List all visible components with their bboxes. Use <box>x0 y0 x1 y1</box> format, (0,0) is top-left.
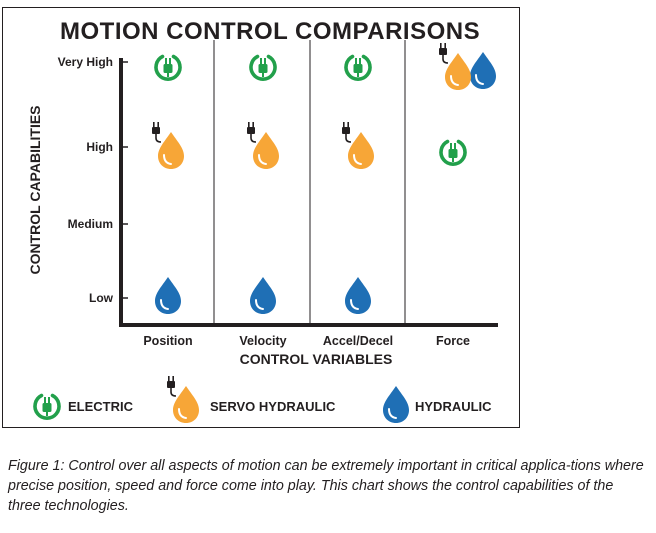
y-tick-labels: Low Medium High Very High <box>58 55 128 305</box>
legend-label: HYDRAULIC <box>415 399 492 414</box>
plug-icon <box>247 122 257 143</box>
servo-drop <box>445 53 471 90</box>
x-tick-label: Position <box>143 334 192 348</box>
hydraulic-icon <box>345 277 371 314</box>
electric-icon <box>249 54 277 81</box>
plug-icon <box>439 43 449 64</box>
x-tick-label: Accel/Decel <box>323 334 393 348</box>
servo-hydraulic-icon <box>439 43 471 90</box>
plug-icon <box>152 122 162 143</box>
servo-hydraulic-icon <box>152 122 184 169</box>
electric-icon <box>439 139 467 166</box>
y-tick-label: High <box>86 140 113 154</box>
servo-drop <box>173 386 199 423</box>
servo-hydraulic-icon <box>167 376 199 423</box>
hydraulic-icon <box>250 277 276 314</box>
plug-icon <box>167 376 177 397</box>
electric-icon <box>344 54 372 81</box>
servo-drop <box>253 132 279 169</box>
electric-icon <box>33 393 61 420</box>
legend: ELECTRIC SERVO HYDRAULIC HYDRAULIC <box>33 376 492 423</box>
x-tick-label: Velocity <box>239 334 286 348</box>
y-tick-label: Very High <box>58 55 113 69</box>
chart-title: MOTION CONTROL COMPARISONS <box>60 18 481 45</box>
servo-drop <box>158 132 184 169</box>
servo-hydraulic-icon <box>342 122 374 169</box>
legend-label: SERVO HYDRAULIC <box>210 399 336 414</box>
y-tick-label: Medium <box>68 217 113 231</box>
x-tick-labels: Position Velocity Accel/Decel Force <box>143 334 470 348</box>
chart-frame <box>2 7 520 428</box>
hydraulic-icon <box>470 52 496 89</box>
chart-marks <box>152 43 496 314</box>
servo-hydraulic-icon <box>247 122 279 169</box>
x-tick-label: Force <box>436 334 470 348</box>
axes <box>119 40 498 327</box>
hydraulic-icon <box>155 277 181 314</box>
chart-svg: Low Medium High Very High Position Velocity A… <box>27 40 498 423</box>
electric-icon <box>154 54 182 81</box>
y-tick-label: Low <box>89 291 114 305</box>
hydraulic-icon <box>383 386 409 423</box>
plug-icon <box>342 122 352 143</box>
legend-label: ELECTRIC <box>68 399 134 414</box>
y-axis-label: CONTROL CAPABILITIES <box>27 105 43 274</box>
x-axis-label: CONTROL VARIABLES <box>240 351 393 367</box>
servo-drop <box>348 132 374 169</box>
figure-caption: Figure 1: Control over all aspects of mo… <box>8 458 644 514</box>
